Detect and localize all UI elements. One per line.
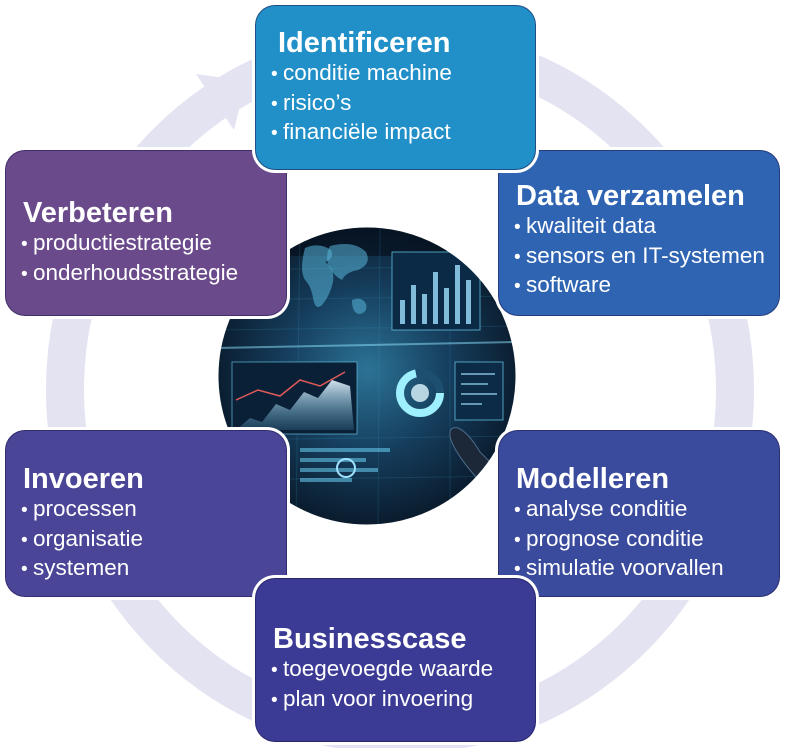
step-bullet: risico’s: [271, 89, 535, 119]
step-title: Invoeren: [23, 463, 286, 495]
step-title: Businesscase: [273, 623, 535, 655]
step-bullet: sensors en IT-systemen: [514, 242, 779, 272]
step-verbeteren: Verbeteren productiestrategie onderhouds…: [5, 150, 287, 316]
step-invoeren: Invoeren processen organisatie systemen: [5, 430, 287, 597]
side-panel-graphic: [455, 362, 503, 420]
step-bullet: processen: [21, 495, 286, 525]
step-bullet: kwaliteit data: [514, 212, 779, 242]
step-bullet: analyse conditie: [514, 495, 779, 525]
step-bullet-list: toegevoegde waarde plan voor invoering: [271, 655, 535, 714]
step-bullet-list: kwaliteit data sensors en IT-systemen so…: [514, 212, 779, 301]
step-bullet: productiestrategie: [21, 229, 286, 259]
step-title: Verbeteren: [23, 197, 286, 229]
step-title: Identificeren: [278, 27, 535, 59]
step-bullet-list: conditie machine risico’s financiële imp…: [271, 59, 535, 148]
step-bullet: systemen: [21, 554, 286, 584]
step-businesscase: Businesscase toegevoegde waarde plan voo…: [255, 578, 536, 742]
step-bullet-list: processen organisatie systemen: [21, 495, 286, 584]
step-title: Data verzamelen: [516, 180, 779, 212]
step-bullet-list: productiestrategie onderhoudsstrategie: [21, 229, 286, 288]
step-bullet: prognose conditie: [514, 525, 779, 555]
step-identificeren: Identificeren conditie machine risico’s …: [255, 5, 536, 170]
step-bullet: toegevoegde waarde: [271, 655, 535, 685]
step-bullet: organisatie: [21, 525, 286, 555]
line-chart-graphic: [232, 362, 357, 434]
step-bullet: plan voor invoering: [271, 685, 535, 715]
step-modelleren: Modelleren analyse conditie prognose con…: [498, 430, 780, 597]
step-title: Modelleren: [516, 463, 779, 495]
step-bullet: software: [514, 271, 779, 301]
step-bullet: conditie machine: [271, 59, 535, 89]
step-bullet: financiële impact: [271, 118, 535, 148]
step-bullet-list: analyse conditie prognose conditie simul…: [514, 495, 779, 584]
step-bullet: onderhoudsstrategie: [21, 259, 286, 289]
step-bullet: simulatie voorvallen: [514, 554, 779, 584]
step-data-verzamelen: Data verzamelen kwaliteit data sensors e…: [498, 150, 780, 316]
